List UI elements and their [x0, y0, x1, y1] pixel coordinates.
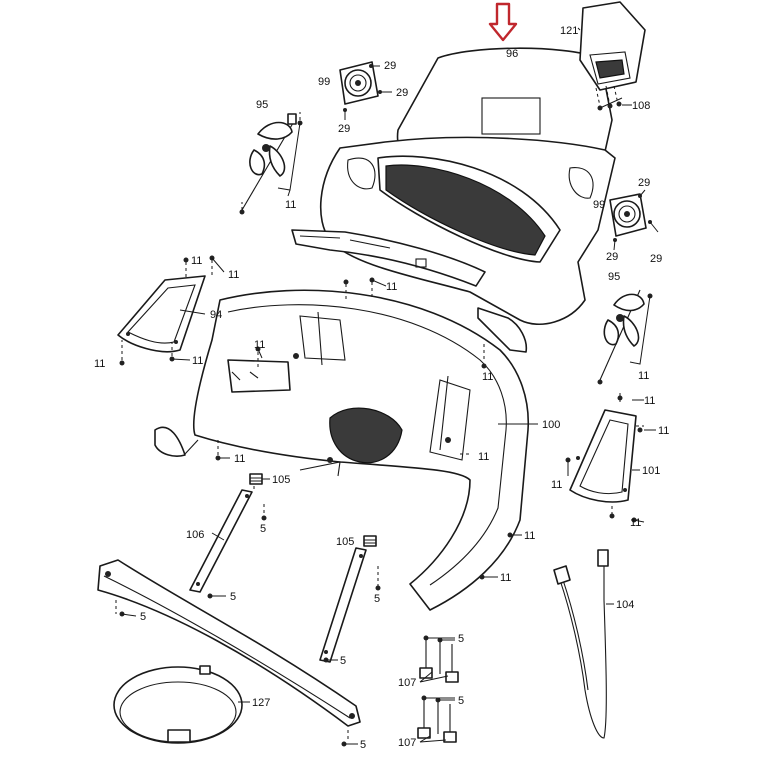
label-5: 5	[458, 633, 464, 645]
part-labels: 96 121 108 99 29 29 29 95 11 99 29 29 29…	[94, 25, 669, 751]
label-106: 106	[186, 529, 204, 541]
label-100: 100	[542, 419, 560, 431]
part-106-brace-right	[319, 547, 367, 663]
part-105-bushing-left	[249, 473, 263, 485]
label-105: 105	[336, 536, 354, 548]
label-11: 11	[94, 358, 105, 370]
label-105: 105	[272, 474, 290, 486]
part-101-air-duct-right	[569, 409, 637, 503]
label-99: 99	[318, 76, 330, 88]
label-11: 11	[638, 370, 649, 382]
label-11: 11	[254, 339, 265, 351]
label-107: 107	[398, 737, 416, 749]
label-95: 95	[608, 271, 620, 283]
part-107-hardware-upper	[419, 635, 459, 683]
label-11: 11	[524, 530, 535, 542]
label-5: 5	[374, 593, 380, 605]
part-127-chest-strap	[113, 665, 243, 744]
label-107: 107	[398, 677, 416, 689]
label-5: 5	[458, 695, 464, 707]
label-96: 96	[506, 48, 518, 60]
part-100-motor-hood	[154, 289, 530, 611]
label-5: 5	[360, 739, 366, 751]
label-11: 11	[228, 269, 239, 281]
part-104-wire-harness	[553, 549, 609, 739]
label-29: 29	[638, 177, 650, 189]
part-99-speaker-right	[609, 193, 647, 237]
part-95-fan-right	[599, 289, 645, 381]
label-101: 101	[642, 465, 660, 477]
label-11: 11	[644, 395, 655, 407]
label-127: 127	[252, 697, 270, 709]
label-11: 11	[630, 517, 641, 529]
part-121-module	[577, 1, 646, 91]
label-11: 11	[285, 199, 296, 211]
label-94: 94	[210, 309, 222, 321]
label-95: 95	[256, 99, 268, 111]
label-11: 11	[551, 479, 562, 491]
base-crossbar	[97, 559, 361, 727]
label-5: 5	[340, 655, 346, 667]
label-11: 11	[191, 255, 202, 267]
label-11: 11	[500, 572, 511, 584]
label-29: 29	[606, 251, 618, 263]
label-5: 5	[230, 591, 236, 603]
part-105-bushing-right	[363, 535, 377, 547]
label-11: 11	[234, 453, 245, 465]
part-106-brace-left	[189, 489, 253, 593]
label-11: 11	[658, 425, 669, 437]
label-108: 108	[632, 100, 650, 112]
label-29: 29	[396, 87, 408, 99]
label-5: 5	[140, 611, 146, 623]
label-29: 29	[338, 123, 350, 135]
part-107-hardware-lower	[417, 695, 457, 743]
label-11: 11	[482, 371, 493, 383]
label-99: 99	[593, 199, 605, 211]
label-11: 11	[192, 355, 203, 367]
label-11: 11	[478, 451, 489, 463]
label-104: 104	[616, 599, 634, 611]
console-base-frame	[291, 136, 616, 353]
highlight-arrow-icon	[488, 2, 518, 42]
label-121: 121	[560, 25, 578, 37]
part-95-fan-left	[241, 113, 297, 211]
part-99-speaker-left	[339, 61, 379, 105]
label-5: 5	[260, 523, 266, 535]
label-29: 29	[384, 60, 396, 72]
label-29: 29	[650, 253, 662, 265]
label-11: 11	[386, 281, 397, 293]
part-94-air-duct-left	[117, 275, 206, 353]
